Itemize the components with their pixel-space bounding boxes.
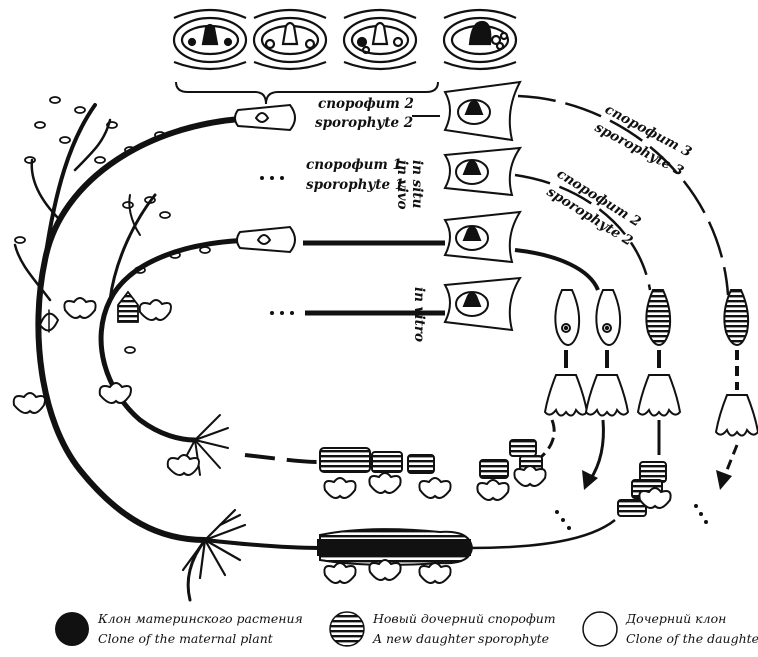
ovary-striped-2 bbox=[724, 290, 748, 345]
legend-swatch-hollow bbox=[583, 612, 617, 646]
flower-section-2 bbox=[254, 10, 326, 69]
label-in-vitro: in vitro bbox=[411, 287, 427, 342]
label-sporophyte1-en: sporophyte 1 bbox=[306, 177, 404, 193]
legend-maternal-en: Clone of the maternal plant bbox=[98, 631, 274, 646]
label-in-situ: in situ bbox=[409, 160, 425, 209]
legend-swatch-solid bbox=[55, 612, 89, 646]
legend-item-maternal: Клон материнского растения Clone of the … bbox=[55, 611, 303, 646]
flower-sections-row bbox=[174, 10, 516, 69]
legend-daughter-clone-en: Clone of the daughter bbox=[626, 631, 758, 646]
legend-swatch-striped bbox=[330, 612, 364, 646]
legend-daughter-sporophyte-en: A new daughter sporophyte bbox=[372, 631, 549, 646]
maternal-path-bottom bbox=[205, 540, 320, 548]
maternal-path-to-middle bbox=[245, 455, 320, 462]
flower-column bbox=[445, 82, 520, 330]
legend-item-daughter-sporophyte: Новый дочерний спорофит A new daughter s… bbox=[330, 611, 556, 646]
column-flower-1 bbox=[445, 82, 520, 140]
ovary-striped-1 bbox=[646, 290, 670, 345]
flower-tip-daughter bbox=[237, 227, 295, 252]
column-flower-2 bbox=[445, 148, 520, 195]
column-flower-4 bbox=[445, 278, 520, 330]
maternal-plant bbox=[15, 97, 260, 600]
legend-item-daughter-clone: Дочерний клон Clone of the daughter bbox=[583, 611, 758, 646]
flower-section-1 bbox=[174, 10, 246, 69]
legend-daughter-clone-ru: Дочерний клон bbox=[625, 611, 726, 626]
flow-arrows bbox=[520, 420, 737, 490]
label-sporophyte1-ru: спорофит 1 bbox=[306, 157, 402, 173]
label-sporophyte2-top-ru: спорофит 2 bbox=[318, 96, 414, 112]
column-flower-3 bbox=[445, 212, 520, 262]
ovary-hollow-1 bbox=[555, 290, 579, 345]
clone-bars-bottom bbox=[318, 529, 472, 565]
flower-section-4 bbox=[444, 10, 516, 69]
flower-section-3 bbox=[344, 10, 416, 69]
legend-maternal-ru: Клон материнского растения bbox=[97, 611, 303, 626]
flower-tip-sporophyte2 bbox=[235, 105, 295, 130]
clone-flowers bbox=[324, 466, 670, 583]
label-in-vivo: in vivo bbox=[394, 160, 410, 209]
clone-dashed-line bbox=[470, 520, 615, 548]
seedlings bbox=[545, 375, 758, 436]
label-sporophyte2-top-en: sporophyte 2 bbox=[315, 115, 413, 131]
legend-daughter-sporophyte-ru: Новый дочерний спорофит bbox=[372, 611, 556, 626]
ovary-row bbox=[555, 290, 748, 345]
ovary-hollow-2 bbox=[596, 290, 620, 345]
seedling-1 bbox=[545, 375, 587, 416]
connector-lines bbox=[303, 116, 445, 313]
seedling-4 bbox=[716, 395, 758, 436]
legend: Клон материнского растения Clone of the … bbox=[55, 611, 758, 646]
seedling-2 bbox=[586, 375, 628, 416]
seedling-3 bbox=[638, 375, 680, 416]
